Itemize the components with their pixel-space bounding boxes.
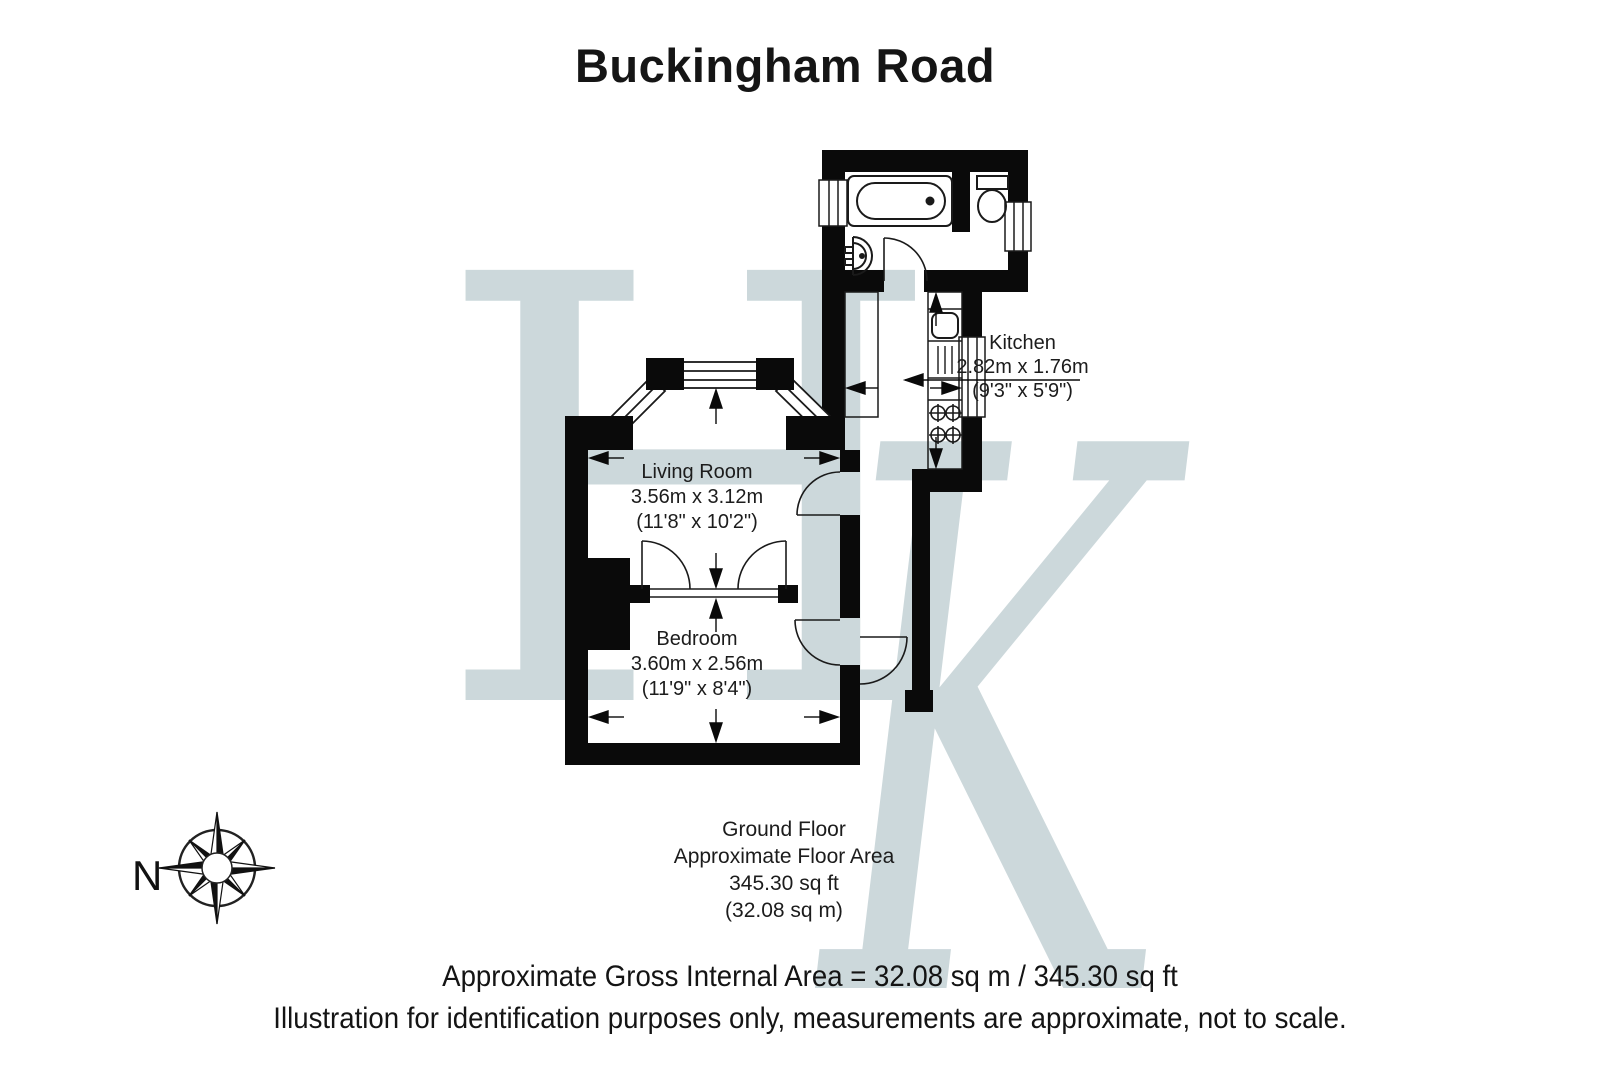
living-room-door (796, 471, 841, 516)
disclaimer-text: Illustration for identification purposes… (273, 1002, 1347, 1035)
entrance-door (859, 636, 908, 685)
bedroom-label: Bedroom 3.60m x 2.56m (11'9" x 8'4") (597, 627, 797, 702)
compass-star (158, 811, 276, 925)
floor-area-sqft: 345.30 sq ft (729, 872, 839, 895)
double-doors (641, 540, 787, 598)
toilet-icon (976, 175, 1009, 223)
footer-disclaimer: Approximate Gross Internal Area = 32.08 … (0, 956, 1620, 1040)
bedroom-metric: 3.60m x 2.56m (630, 653, 764, 675)
north-label: N (132, 852, 162, 899)
bay-window-pillars (565, 358, 845, 450)
living-room-imperial: (11'8" x 10'2") (636, 511, 758, 533)
bath-icon (847, 175, 953, 227)
kitchen-label: Kitchen 2.82m x 1.76m (9'3" x 5'9") (935, 331, 1110, 403)
bedroom-imperial: (11'9" x 8'4") (641, 678, 753, 700)
bathroom-window-left (818, 179, 848, 227)
hob-icon (929, 404, 962, 444)
gross-internal-area: Approximate Gross Internal Area = 32.08 … (442, 960, 1178, 993)
kitchen-imperial: (9'3" x 5'9") (972, 380, 1073, 402)
kitchen-window (958, 336, 986, 418)
bathroom-door (883, 237, 928, 282)
bedroom-door (794, 619, 841, 666)
floor-area-caption: Approximate Floor Area (673, 845, 895, 868)
basin-icon (844, 236, 873, 276)
kitchen-drainer-icon (937, 346, 953, 374)
bedroom-name: Bedroom (656, 628, 738, 650)
floor-name: Ground Floor (722, 818, 846, 841)
hall-cupboard (844, 291, 879, 418)
living-room-name: Living Room (641, 461, 753, 483)
floor-summary: Ground Floor Approximate Floor Area 345.… (584, 816, 984, 924)
bathroom-window-right (1004, 201, 1032, 252)
kitchen-sink-icon (931, 312, 959, 339)
living-room-metric: 3.56m x 3.12m (630, 486, 764, 508)
living-room-label: Living Room 3.56m x 3.12m (11'8" x 10'2"… (597, 460, 797, 535)
floor-area-sqm: (32.08 sq m) (725, 899, 843, 922)
page-title: Buckingham Road (574, 39, 996, 92)
plan-walls (565, 150, 1028, 765)
floorplan-drawing (565, 150, 1080, 765)
kitchen-name: Kitchen (989, 332, 1056, 354)
kitchen-metric: 2.82m x 1.76m (956, 356, 1089, 378)
kitchen-label-leader (902, 373, 1080, 387)
dimension-arrows (587, 291, 963, 744)
compass-rose: N (132, 811, 276, 925)
